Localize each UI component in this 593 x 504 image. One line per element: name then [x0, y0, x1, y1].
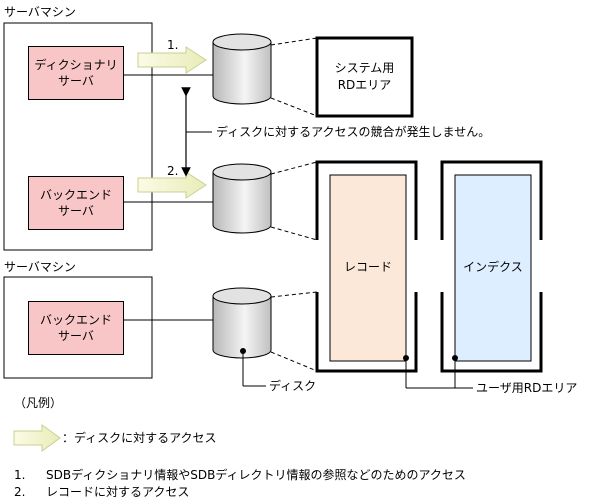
system-rd-area-label: システム用 RDエリア [320, 41, 409, 113]
legend-arrow-description: ：ディスクに対するアクセス [62, 431, 217, 445]
access-arrow-2 [137, 171, 207, 199]
backend-server-1-label-2: サーバ [58, 204, 94, 218]
dictionary-server: ディクショナリ サーバ [28, 46, 124, 100]
record-rd-frame [315, 160, 418, 373]
note-1-number: 1. [14, 468, 26, 482]
note-2-number: 2. [14, 485, 26, 499]
disk-1 [212, 33, 272, 105]
record-area [329, 174, 407, 362]
backend-server-2-label-2: サーバ [58, 329, 94, 343]
backend-server-1: バックエンド サーバ [28, 176, 124, 230]
dictionary-server-label-2: サーバ [58, 74, 94, 88]
legend-arrow-icon [13, 424, 61, 452]
note-2-text: レコードに対するアクセス [46, 485, 190, 499]
no-contention-note: ディスクに対するアクセスの競合が発生しません。 [216, 125, 491, 139]
legend-title: （凡例） [14, 396, 63, 410]
arrow-number-2: 2. [167, 164, 179, 178]
backend-server-2-label-1: バックエンド [39, 313, 112, 327]
dictionary-server-label-1: ディクショナリ [34, 58, 118, 72]
index-rd-frame [440, 160, 543, 373]
user-rd-area-label: ユーザ用RDエリア [476, 381, 578, 395]
server-machine-label-1: サーバマシン [4, 5, 76, 19]
system-rd-area-line-1: システム用 [334, 61, 395, 75]
disk-2 [212, 163, 272, 234]
server-machine-label-2: サーバマシン [4, 260, 76, 274]
arrow-number-1: 1. [167, 38, 179, 52]
index-label: インデクス [463, 259, 523, 274]
record-label: レコード [343, 259, 392, 274]
index-area [454, 174, 532, 362]
disk-3 [212, 287, 272, 359]
system-rd-area-box [315, 36, 414, 118]
note-1-text: SDBディクショナリ情報やSDBディレクトリ情報の参照などのためのアクセス [46, 468, 466, 482]
system-rd-area-line-2: RDエリア [337, 78, 392, 92]
access-arrow-1 [137, 46, 207, 74]
backend-server-1-label-1: バックエンド [39, 188, 112, 202]
backend-server-2: バックエンド サーバ [28, 301, 124, 355]
disk-label: ディスク [269, 379, 317, 393]
